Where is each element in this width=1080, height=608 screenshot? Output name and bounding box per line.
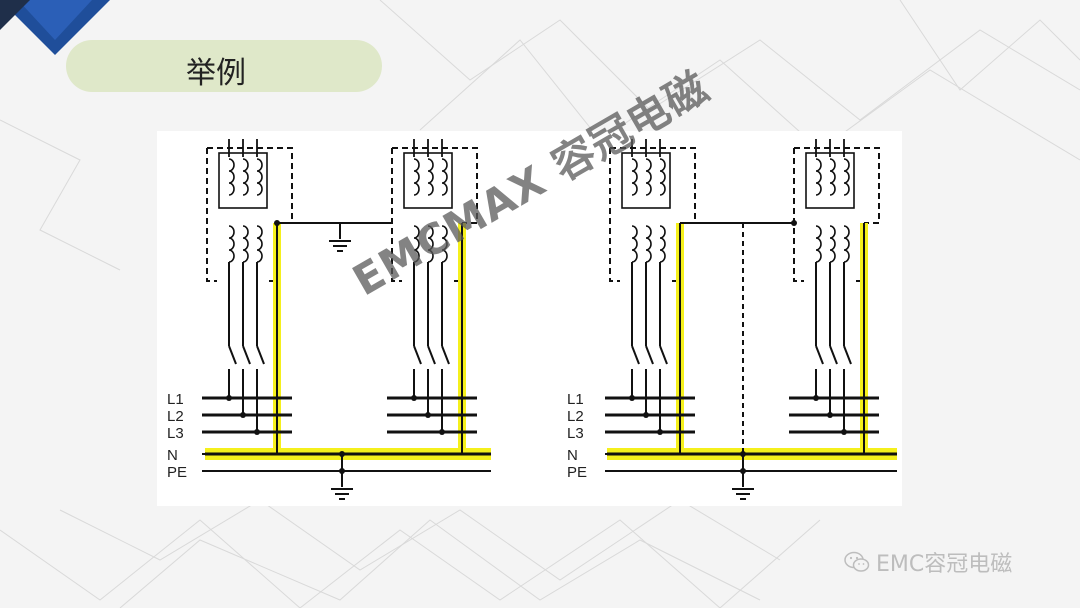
right-transformer-secondary-coil [631, 225, 638, 263]
left-label-L1: L1 [167, 391, 184, 408]
right-switch-blade-2 [645, 345, 654, 365]
left-second-transformer-primary-coil [427, 158, 434, 196]
left-transformer-secondary-coil [242, 225, 249, 263]
left-transformer-primary-coil [242, 158, 249, 196]
left-transformer-secondary-coil [228, 225, 235, 263]
right-label-N: N [567, 447, 578, 464]
right-second-transformer-secondary-coil [815, 225, 822, 263]
right-transformer-primary-box [621, 152, 671, 209]
left-transformer-enclosure-left [206, 148, 217, 282]
right-transformer-secondary-coil [659, 225, 666, 263]
left-second-transformer-enclosure-left [391, 148, 402, 282]
left-transformer-enclosure-top [207, 147, 293, 224]
right-switch-blade-1 [631, 345, 640, 365]
right-transformer-enclosure-right [670, 223, 681, 282]
left-second-transformer-secondary-coil [427, 225, 434, 263]
right-transformer-secondary-coil [645, 225, 652, 263]
right-switch-blade-3 [659, 345, 668, 365]
right-label-L2: L2 [567, 408, 584, 425]
left-transformer-primary-coil [256, 158, 263, 196]
right-second-transformer-primary-box [805, 152, 855, 209]
title-pill [66, 40, 382, 92]
left-n-dot [339, 451, 345, 457]
right-second-transformer-primary-coil [815, 158, 822, 196]
left-switch-blade-2 [242, 345, 251, 365]
left-second-switch-blade-2 [427, 345, 436, 365]
wechat-icon [844, 551, 870, 572]
footer: EMC容冠电磁 [844, 546, 1012, 578]
right-second-switch-blade-2 [829, 345, 838, 365]
right-second-transformer-enclosure-left [793, 148, 804, 282]
left-transformer-primary-coil [228, 158, 235, 196]
right-second-transformer-secondary-coil [843, 225, 850, 263]
right-n-dot [740, 451, 746, 457]
corner-decoration-dark [0, 0, 30, 30]
footer-brand: EMC容冠电磁 [876, 552, 1013, 577]
left-label-L3: L3 [167, 425, 184, 442]
right-label-L1: L1 [567, 391, 584, 408]
left-switch-blade-1 [228, 345, 237, 365]
left-second-transformer-secondary-coil [441, 225, 448, 263]
right-second-switch-blade-3 [843, 345, 852, 365]
right-second-switch-blade-1 [815, 345, 824, 365]
left-label-L2: L2 [167, 408, 184, 425]
left-second-transformer-enclosure-right [452, 223, 463, 282]
left-label-PE: PE [167, 464, 187, 481]
right-pe-dot [740, 468, 746, 474]
left-second-transformer-primary-coil [413, 158, 420, 196]
left-second-transformer-enclosure-top [392, 147, 478, 224]
corner-decoration-inner [18, 0, 92, 40]
right-second-transformer-enclosure-top [794, 147, 880, 224]
left-transformer-primary-box [218, 152, 268, 209]
right-second-transformer-secondary-coil [829, 225, 836, 263]
right-transformer-primary-coil [659, 158, 666, 196]
right-transformer-primary-coil [631, 158, 638, 196]
right-tie-dot [791, 220, 797, 226]
left-second-switch-blade-3 [441, 345, 450, 365]
right-transformer-enclosure-left [609, 148, 620, 282]
right-second-transformer-primary-coil [843, 158, 850, 196]
page-title: 举例 [186, 56, 246, 91]
right-second-transformer-primary-coil [829, 158, 836, 196]
right-second-transformer-enclosure-right [854, 223, 865, 282]
right-transformer-primary-coil [645, 158, 652, 196]
left-pe-dot [339, 468, 345, 474]
right-label-L3: L3 [567, 425, 584, 442]
left-second-switch-blade-1 [413, 345, 422, 365]
left-second-transformer-secondary-coil [413, 225, 420, 263]
left-second-transformer-primary-coil [441, 158, 448, 196]
right-label-PE: PE [567, 464, 587, 481]
right-transformer-enclosure-top [610, 147, 696, 224]
left-transformer-secondary-coil [256, 225, 263, 263]
left-transformer-enclosure-right [267, 223, 278, 282]
left-tie-dot [274, 220, 280, 226]
left-switch-blade-3 [256, 345, 265, 365]
left-label-N: N [167, 447, 178, 464]
